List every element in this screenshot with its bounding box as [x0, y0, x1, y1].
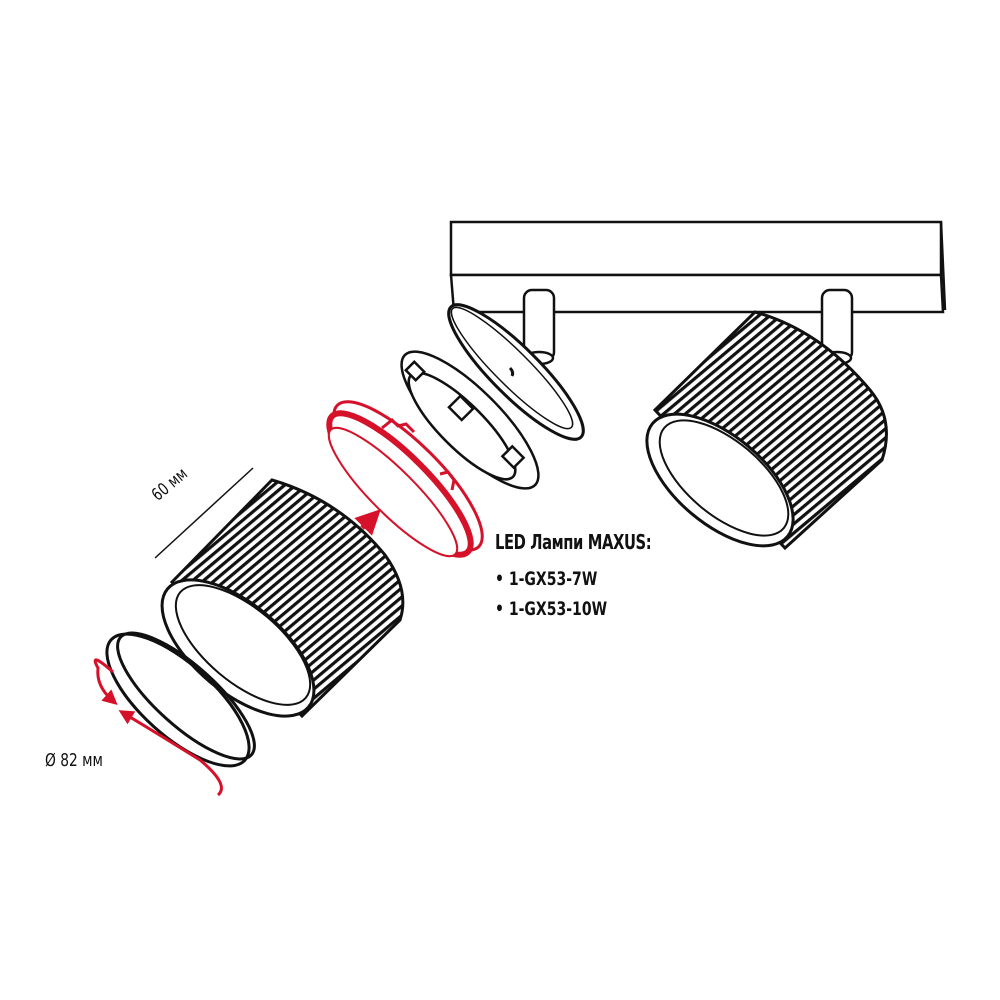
- gx53-led-lamp: [326, 400, 484, 558]
- ribbed-shade-assembled: [645, 310, 888, 551]
- lamp-option-10w: • 1-GX53-10W: [495, 598, 607, 620]
- ribbed-shade-exploded: [160, 478, 405, 719]
- rotate-arrows-icon: [93, 658, 223, 797]
- dimension-line-60: [154, 467, 254, 559]
- bullet: •: [495, 568, 504, 590]
- bullet: •: [495, 598, 504, 620]
- lamp-option-label: 1-GX53-10W: [508, 598, 608, 620]
- lamp-option-label: 1-GX53-7W: [508, 568, 598, 590]
- lamps-title: LED Лампи MAXUS:: [495, 530, 652, 554]
- mounting-bar: [449, 220, 947, 314]
- front-ring: [105, 631, 256, 768]
- lamp-option-7w: • 1-GX53-7W: [495, 568, 597, 590]
- insert-arrow-icon: [354, 509, 381, 536]
- gx53-socket: [400, 350, 540, 490]
- dimension-diameter-label: Ø 82 мм: [45, 750, 103, 771]
- mounting-disc: [447, 303, 585, 441]
